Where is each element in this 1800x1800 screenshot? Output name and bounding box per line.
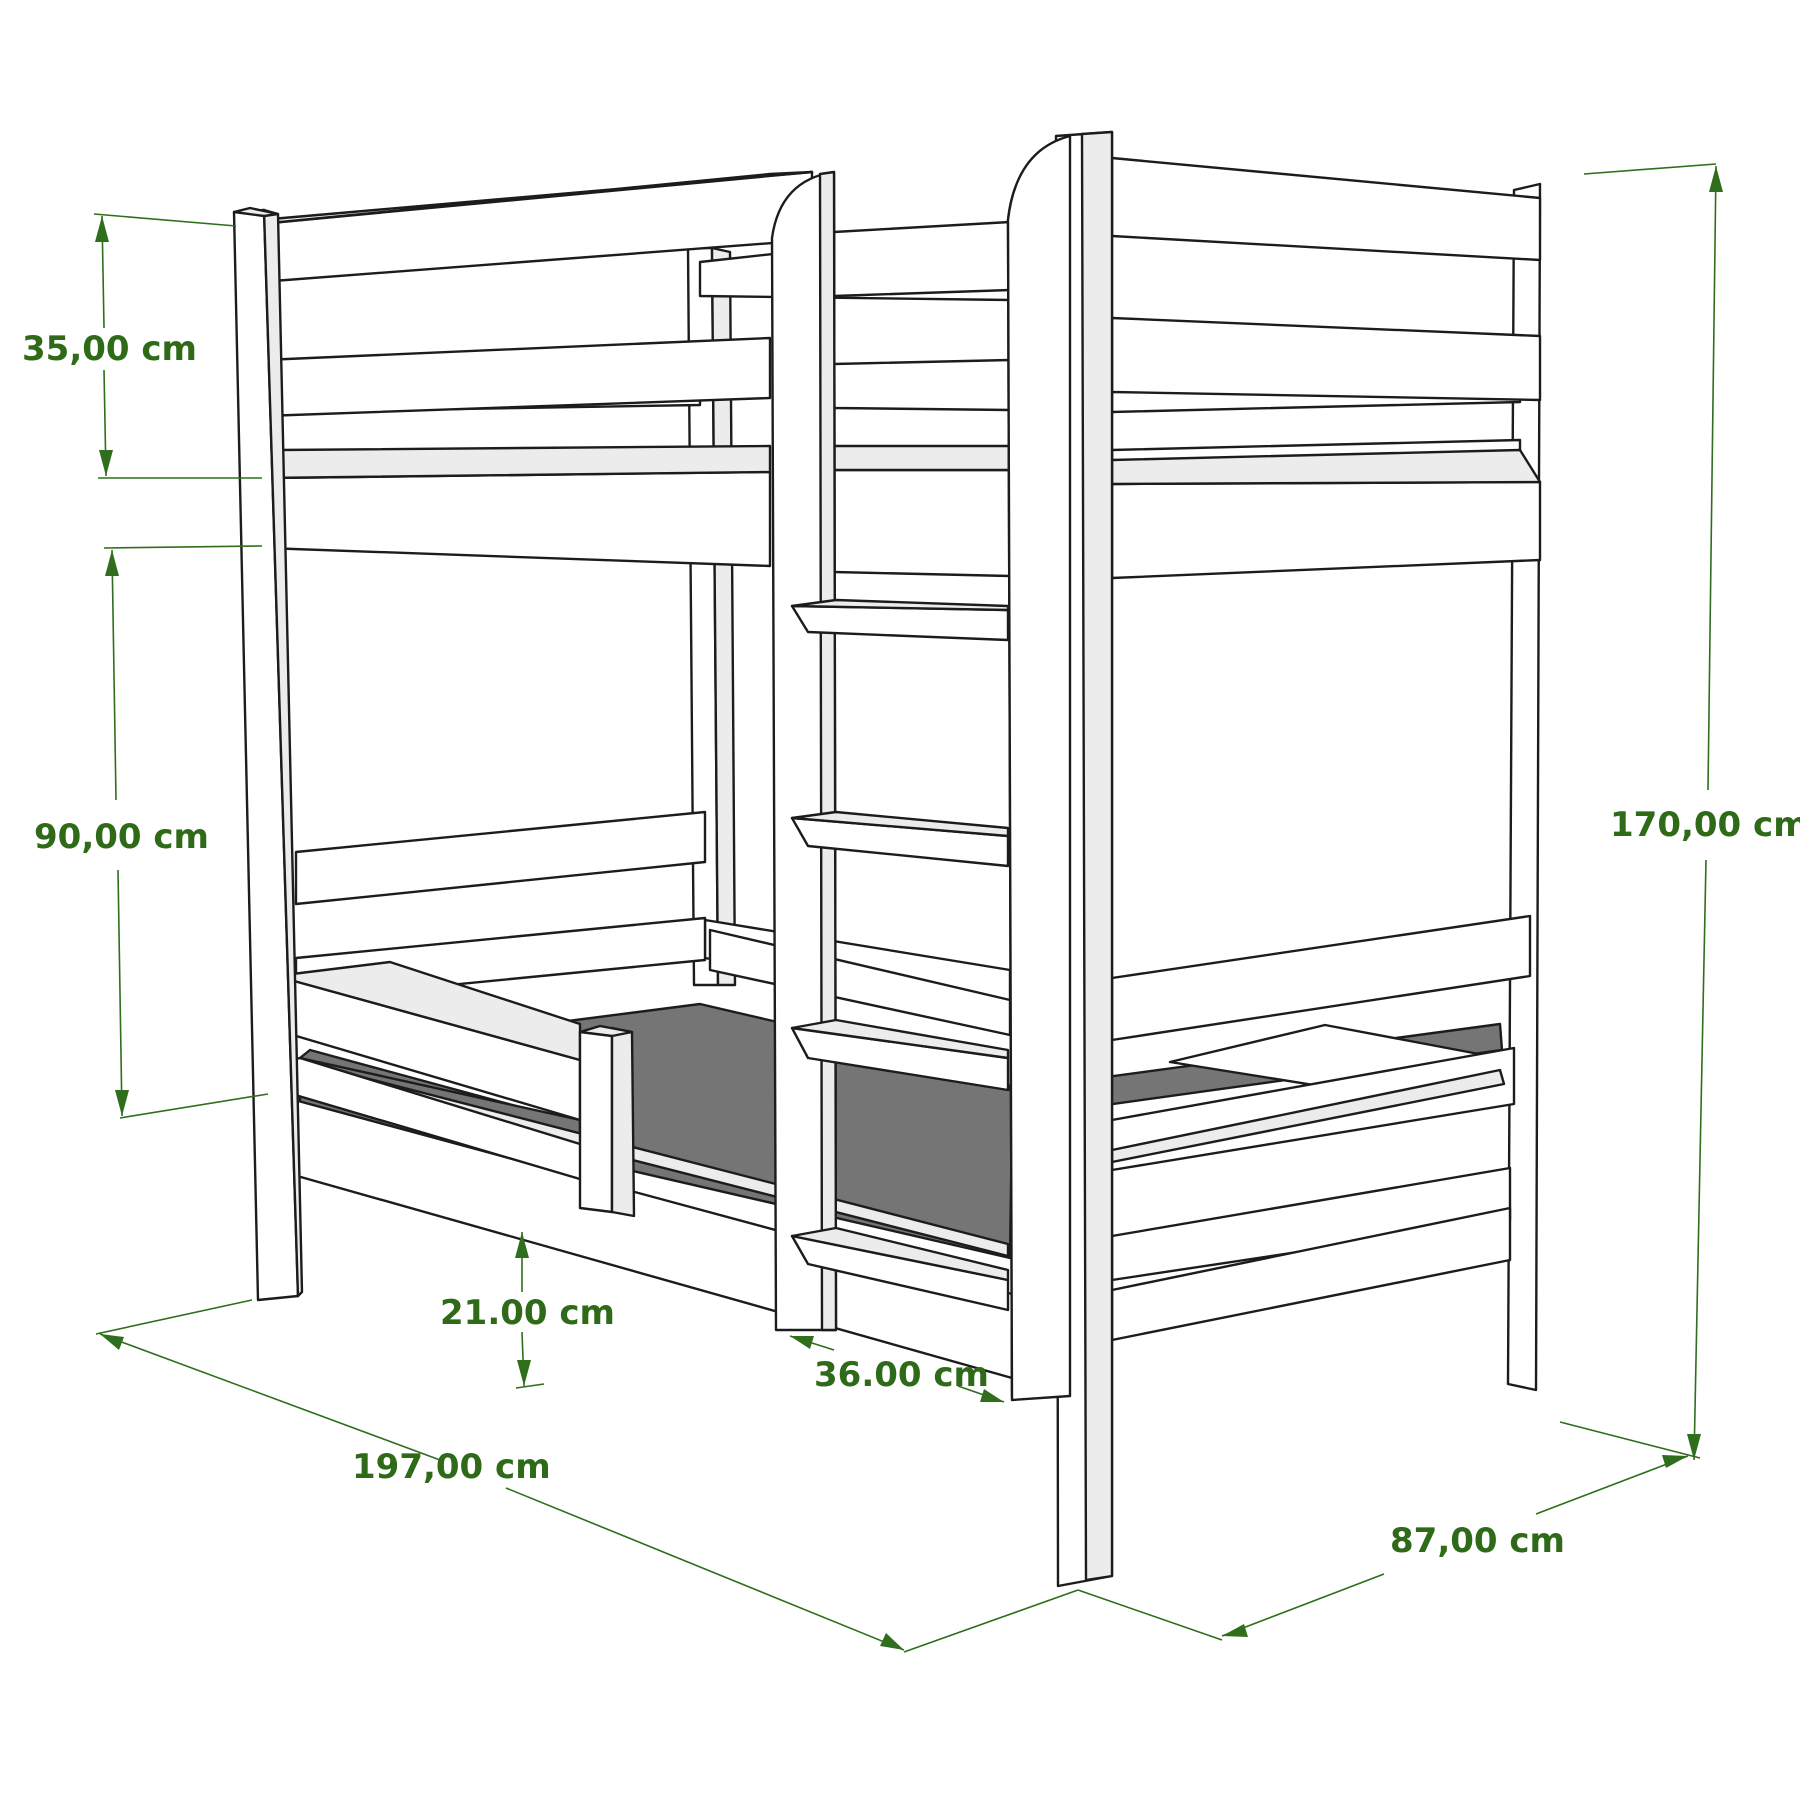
upper-top-guard-right [1110,156,1542,262]
front-left-post-group [232,206,304,1302]
upper-side-rail-mid-lip [832,444,1012,472]
label-lower-guard: 21.00 cm [440,1293,615,1333]
dim-top-guard-ext-top [93,213,237,227]
dim-length-line-a [99,1333,441,1461]
dim-length-line-b [505,1487,905,1651]
lower-foot-board-top [1110,914,1532,1042]
upper-mid-guard-mid [832,358,1012,412]
front-right-post-curve [1006,134,1072,1402]
ladder-left-rail-side [818,170,838,1332]
dim-lower-guard-ext [515,1383,545,1389]
dim-length-ext-right [903,1589,1079,1653]
front-left-post-cap [232,206,280,218]
ladder-rung-2-top [790,810,1010,838]
rear-left-post-side [710,246,737,987]
label-bed-length: 197,00 cm [352,1447,551,1487]
dim-width-arrow-right [1662,1455,1688,1468]
dim-height-line-b [1693,859,1707,1461]
lower-head-guard-top [294,810,707,906]
dim-height-ext-bottom [1559,1421,1701,1459]
dim-height-arrow-bottom [1687,1434,1701,1460]
dim-ladder-arrow-right [980,1389,1004,1402]
label-lower-clearance: 90,00 cm [34,817,209,857]
dim-top-guard-arrow-top [95,216,109,242]
label-total-height: 170,00 cm [1610,805,1800,845]
front-right-post-face [1080,130,1114,1582]
upper-side-rail-right [1110,480,1542,580]
dim-height-ext-top [1583,163,1717,175]
ladder [770,170,1010,1332]
lower-guard-post-side [610,1026,636,1218]
upper-bunk [258,156,1542,580]
lower-front-guard-top [274,960,582,1062]
dimension-lines [93,163,1723,1653]
dim-lower-guard-arrow-top [515,1232,529,1258]
dim-lower-clear-arrow-bottom [115,1090,129,1116]
dim-lower-clear-line-b [117,869,123,1117]
dim-lower-clear-arrow-top [105,550,119,576]
label-bed-width: 87,00 cm [1390,1521,1565,1561]
dim-top-guard-arrow-bottom [99,450,113,476]
ladder-rung-4-top [790,1226,1010,1282]
dim-length-arrow-left [100,1334,124,1350]
lower-guard-post-top [578,1024,634,1038]
dim-width-arrow-left [1222,1624,1248,1637]
ladder-rung-1-top [790,598,1010,612]
upper-mid-guard-right [1110,316,1542,402]
dim-width-line-a [1221,1573,1385,1637]
label-top-guard: 35,00 cm [22,329,197,369]
dim-height-arrow-top [1709,166,1723,192]
dim-width-line-b [1535,1455,1689,1515]
dimension-labels: 35,00 cm 90,00 cm 170,00 cm 197,00 cm 87… [22,329,1800,1561]
dim-ladder-arrow-left [790,1336,814,1349]
dim-length-arrow-right [880,1633,904,1650]
label-ladder-opening: 36.00 cm [814,1355,989,1395]
dim-lower-guard-arrow-bottom [517,1360,531,1386]
dim-lower-clear-ext-bottom [119,1093,269,1119]
lower-guard-post [578,1026,614,1214]
front-right-post-group [1006,130,1114,1588]
ladder-rung-3-top [790,1018,1010,1060]
dim-width-ext-left [1077,1589,1223,1641]
upper-side-rail-left [264,470,772,568]
dim-lower-clear-line-a [111,549,117,801]
dim-length-ext-left [95,1299,253,1335]
upper-side-rail-left-lip [264,444,772,480]
upper-side-rail-mid [832,468,1012,578]
upper-top-guard-mid [832,220,1012,298]
dim-height-line-a [1707,165,1717,791]
dim-lower-clear-ext-top [103,545,263,549]
ladder-rungs [790,598,1010,1312]
